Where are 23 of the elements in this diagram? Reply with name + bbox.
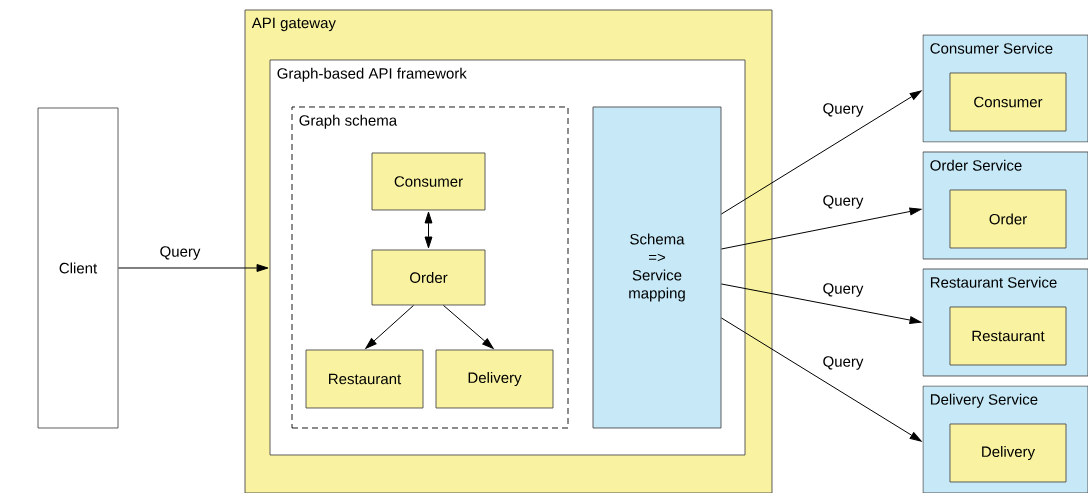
edge-label: Query <box>821 194 865 210</box>
entity-box: Consumer <box>949 72 1067 132</box>
edge-label: Query <box>821 282 865 298</box>
edge-label: Query <box>821 102 865 118</box>
entity-box: Restaurant <box>949 306 1067 366</box>
entity-box: Restaurant <box>305 349 424 409</box>
arrow <box>424 211 433 249</box>
arrow <box>365 304 414 349</box>
arrow <box>720 90 922 215</box>
client-box: Client <box>37 107 119 429</box>
arrow <box>720 317 922 442</box>
edge-label: Query <box>821 355 865 371</box>
arrow <box>443 304 494 349</box>
entity-box: Delivery <box>435 349 554 409</box>
arrow <box>117 264 269 272</box>
arrow <box>720 207 922 250</box>
arrow <box>720 283 922 325</box>
entity-box: Consumer <box>371 152 486 211</box>
edge-label: Query <box>158 245 202 261</box>
entity-box: Delivery <box>949 423 1067 483</box>
entity-box: Order <box>949 189 1067 249</box>
mapping-box: Schema => Service mapping <box>592 106 722 429</box>
entity-box: Order <box>371 249 486 306</box>
